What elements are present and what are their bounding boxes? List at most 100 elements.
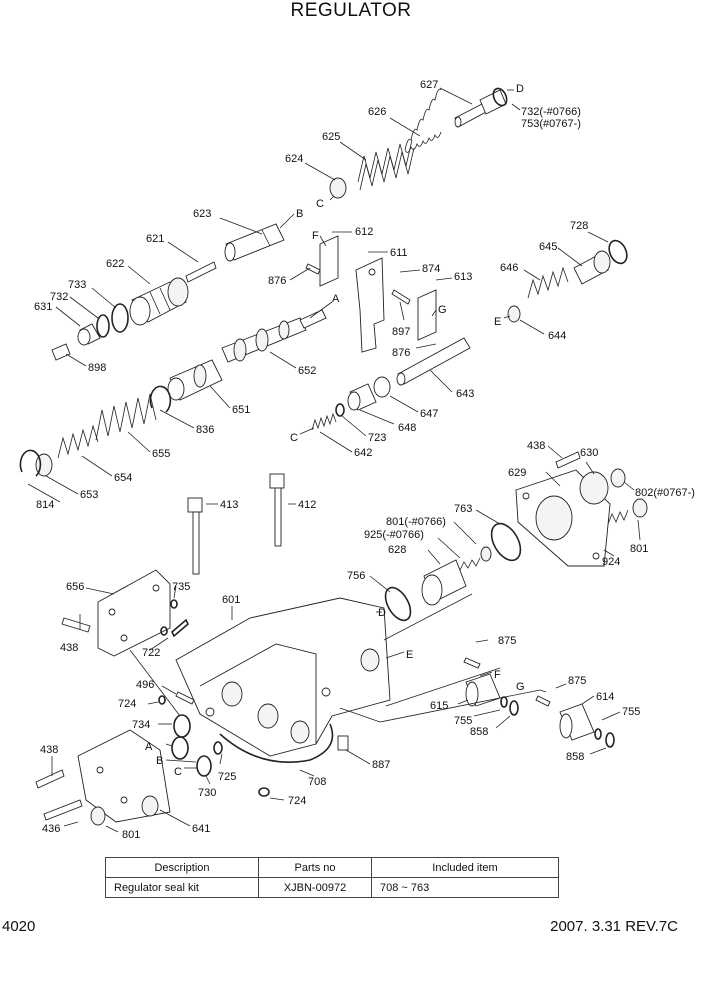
callout-801-bottom: 801 (122, 829, 140, 841)
callout-874: 874 (422, 263, 440, 275)
o-ring-724-left (158, 695, 166, 705)
ring-858-b (605, 732, 615, 748)
callout-836: 836 (196, 424, 214, 436)
callout-labels: 627 D 732(-#0766) 753(#0767-) 626 625 62… (34, 79, 695, 841)
leader-lines (27, 87, 641, 833)
callout-735: 735 (172, 581, 190, 593)
page-number: 4020 (2, 918, 36, 935)
callout-802: 802(#0767-) (635, 487, 695, 499)
callout-645: 645 (539, 241, 557, 253)
o-ring-734 (173, 714, 191, 738)
o-ring-708 (219, 723, 334, 763)
plug-630 (579, 471, 609, 505)
revision-date: 2007. 3.31 REV.7C (550, 918, 678, 935)
callout-622: 622 (106, 258, 124, 270)
callout-897: 897 (392, 326, 410, 338)
callout-611: 611 (390, 247, 408, 259)
callout-630: 630 (580, 447, 598, 459)
table-header-row: Description Parts no Included item (105, 857, 559, 878)
o-ring-735b (160, 626, 168, 636)
table-row: Regulator seal kit XJBN-00972 708 ~ 763 (105, 877, 559, 898)
callout-A-top: A (332, 293, 340, 305)
pin-875-b (535, 695, 551, 707)
callout-887: 887 (372, 759, 390, 771)
callout-732-seriesA: 732(-#0766) (521, 106, 581, 118)
callout-621: 621 (146, 233, 164, 245)
callout-875-b: 875 (568, 675, 586, 687)
part-627 (454, 89, 507, 128)
callout-753: 753(#0767-) (521, 118, 581, 130)
callout-G-top: G (438, 304, 447, 316)
callout-641: 641 (192, 823, 210, 835)
seal-kit-table: Description Parts no Included item Regul… (105, 857, 559, 898)
callout-801-right: 801 (630, 543, 648, 555)
callout-654: 654 (114, 472, 132, 484)
cell-description: Regulator seal kit (105, 877, 259, 898)
bolt-413 (187, 497, 203, 575)
callout-B-top: B (296, 208, 303, 220)
callout-E-mid: E (406, 649, 413, 661)
callout-E-right: E (494, 316, 501, 328)
callout-728: 728 (570, 220, 588, 232)
col-parts-no: Parts no (258, 857, 372, 878)
callout-C-mid: C (290, 432, 298, 444)
callout-724-bottom: 724 (288, 795, 306, 807)
o-ring-a (171, 736, 189, 760)
callout-623: 623 (193, 208, 211, 220)
callout-858-a: 858 (470, 726, 488, 738)
callout-755-a: 755 (454, 715, 472, 727)
callout-436: 436 (42, 823, 60, 835)
o-ring-733 (111, 303, 129, 333)
callout-438-bottom: 438 (40, 744, 58, 756)
callout-756: 756 (347, 570, 365, 582)
plate-656 (97, 569, 171, 657)
callout-732: 732 (50, 291, 68, 303)
callout-725: 725 (218, 771, 236, 783)
plug-645 (573, 250, 611, 285)
o-ring-755-a (500, 696, 508, 708)
callout-642: 642 (354, 447, 372, 459)
callout-628: 628 (388, 544, 406, 556)
pin-621 (185, 261, 217, 283)
bolt-438-bottom (35, 769, 65, 789)
callout-601: 601 (222, 594, 240, 606)
callout-626: 626 (368, 106, 386, 118)
callout-724-left: 724 (118, 698, 136, 710)
plug-628 (421, 559, 467, 606)
cell-included-item: 708 ~ 763 (371, 877, 559, 898)
snap-ring-814 (19, 449, 42, 477)
cell-parts-no: XJBN-00972 (258, 877, 372, 898)
nut-801-925 (480, 546, 492, 562)
cover-641 (77, 729, 171, 823)
callout-B-bottom: B (156, 755, 163, 767)
spool-652 (221, 309, 327, 363)
callout-648: 648 (398, 422, 416, 434)
spring-625 (357, 139, 415, 191)
callout-647: 647 (420, 408, 438, 420)
callout-438-top: 438 (527, 440, 545, 452)
callout-627: 627 (420, 79, 438, 91)
ring-858-a (509, 700, 519, 716)
pin-875-a (463, 657, 481, 669)
screw-801-925 (459, 557, 481, 571)
callout-723: 723 (368, 432, 386, 444)
callout-643: 643 (456, 388, 474, 400)
callout-722: 722 (142, 647, 160, 659)
casing-601 (175, 597, 391, 757)
piston-615 (465, 673, 501, 707)
callout-755-b: 755 (622, 706, 640, 718)
sleeve-648 (347, 383, 377, 411)
spring-642 (311, 412, 337, 431)
link-613 (417, 289, 437, 341)
sleeve-651 (167, 359, 223, 401)
callout-A-bottom: A (145, 741, 153, 753)
callout-G-bottom: G (516, 681, 525, 693)
callout-624: 624 (285, 153, 303, 165)
callout-F-mid: F (494, 669, 501, 681)
o-ring-728 (608, 239, 628, 265)
callout-730: 730 (198, 787, 216, 799)
callout-613: 613 (454, 271, 472, 283)
callout-734: 734 (132, 719, 150, 731)
callout-C-top: C (316, 198, 324, 210)
